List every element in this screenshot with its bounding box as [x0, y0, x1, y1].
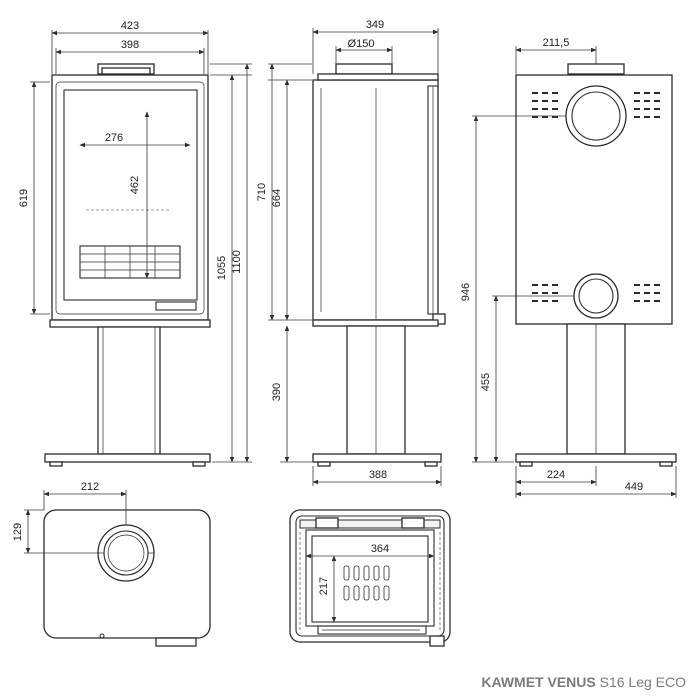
dim-side-depth: 349 — [366, 19, 384, 31]
dim-total-height: 1100 — [231, 250, 243, 274]
rear-vents — [532, 92, 660, 302]
side-flue-collar — [335, 63, 393, 75]
dim-glass-height: 462 — [129, 176, 141, 194]
front-glass — [63, 89, 198, 301]
section-grate — [343, 565, 390, 601]
dim-chamber-width: 364 — [371, 543, 389, 555]
front-body — [51, 74, 209, 321]
dim-glass-width: 276 — [105, 132, 123, 144]
dim-rear-base-offset: 224 — [547, 469, 565, 481]
rear-upper-outlet — [565, 85, 627, 147]
dim-front-width: 423 — [121, 20, 139, 32]
front-grille — [79, 245, 181, 279]
dim-top-flue-depth: 129 — [12, 523, 24, 541]
dim-chamber-depth: 217 — [318, 577, 330, 595]
rear-lower-outlet — [573, 273, 619, 319]
front-base — [44, 453, 211, 463]
dim-side-height-inner: 664 — [271, 189, 283, 207]
dim-base-width-side: 388 — [369, 469, 387, 481]
dim-side-height-outer: 710 — [256, 183, 268, 201]
dim-total-height-inner: 1055 — [216, 256, 228, 280]
dim-top-flue-offset: 212 — [81, 481, 99, 493]
product-caption: KAWMET VENUS S16 Leg ECO — [481, 674, 686, 690]
dim-door-height: 619 — [18, 189, 30, 207]
dim-leg-height: 390 — [271, 383, 283, 401]
rear-flue-collar — [567, 63, 625, 75]
caption-brand: KAWMET VENUS — [481, 674, 596, 690]
caption-model: S16 Leg ECO — [599, 674, 686, 690]
front-view: 423 398 276 462 619 1055 1100 — [18, 20, 252, 467]
rear-view: 211,5 946 455 224 449 — [460, 37, 677, 498]
side-view: 349 Ø150 710 664 390 388 — [256, 19, 446, 486]
side-body — [312, 79, 439, 321]
dim-rear-outlet-height: 946 — [460, 283, 472, 301]
rear-base — [515, 453, 677, 463]
dim-rear-base-width: 449 — [625, 481, 643, 493]
front-leg — [97, 326, 161, 455]
top-flue — [97, 524, 155, 582]
section-body — [289, 509, 451, 643]
section-view: 364 217 — [289, 509, 451, 647]
dim-rear-lower-outlet-height: 455 — [480, 373, 492, 391]
dim-front-inner-width: 398 — [121, 39, 139, 51]
dim-rear-flue-offset: 211,5 — [543, 37, 570, 49]
top-view: 212 129 — [12, 481, 211, 647]
side-base — [312, 453, 442, 463]
dim-flue-diameter: Ø150 — [348, 38, 375, 50]
